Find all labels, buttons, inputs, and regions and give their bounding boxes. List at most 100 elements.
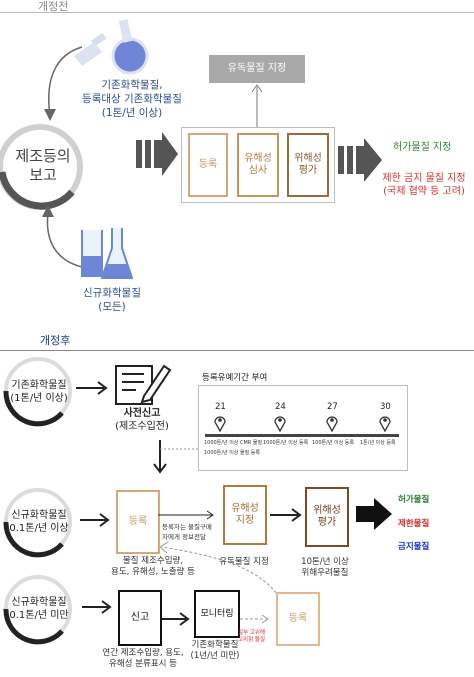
register-note: 등록자는 물질구매 자에게 정보전달 bbox=[162, 522, 212, 542]
dashed-arrow-to-register2 bbox=[240, 614, 269, 624]
timeline-line bbox=[205, 434, 399, 437]
outcome-permit: 허가물질 bbox=[398, 495, 430, 505]
register-caption-line2: 용도, 유해성, 노출량 등 bbox=[111, 567, 195, 577]
risk-caption-line2: 위해우려물질 bbox=[301, 568, 349, 578]
arrow-to-report bbox=[82, 600, 112, 614]
new-high-circle bbox=[3, 488, 72, 558]
doc-risk-before-line1: 위해성 bbox=[294, 153, 322, 164]
doc-hazard-after-line2: 지정 bbox=[235, 515, 255, 526]
big-arrow-outcomes bbox=[356, 498, 392, 530]
timeline-note-24: 1000톤/년 이상 등록 bbox=[263, 440, 309, 446]
doc-register-after: 등록 bbox=[116, 490, 160, 554]
if-needed-line1: 일부 고위해 bbox=[238, 630, 266, 636]
report-caption-line1: 연간 제조수입량, 용도, bbox=[102, 648, 184, 658]
doc-register-final: 등록 bbox=[276, 592, 320, 646]
if-needed-note: 일부 고위해 고위험 물질 bbox=[238, 630, 265, 644]
existing-circle-label: 기존화학물질 (1톤/년 이상) bbox=[6, 379, 72, 405]
timeline-year-30: 30 bbox=[380, 402, 391, 412]
timeline-note-extra: 1000톤/년 이상 물질 등록 bbox=[204, 450, 260, 456]
timeline-panel bbox=[198, 385, 408, 471]
prereport-line2: (제조수입전) bbox=[115, 421, 169, 432]
new-low-circle bbox=[3, 575, 72, 645]
new-low-line2: 0.1톤/년 미만 bbox=[9, 610, 69, 621]
new-high-line2: 0.1톤/년 이상 bbox=[9, 523, 69, 534]
register-note-line2: 자에게 정보전달 bbox=[162, 533, 206, 541]
timeline-note-27: 100톤/년 이상 등록 bbox=[312, 440, 355, 446]
doc-hazard-before-line1: 유해성 bbox=[244, 153, 272, 164]
existing-label-line1: 기존화학물질, bbox=[101, 79, 163, 91]
doc-hazard-after-label: 유해성 지정 bbox=[225, 503, 265, 527]
doc-report-after-label: 신고 bbox=[130, 612, 150, 623]
new-low-label: 신규화학물질 0.1톤/년 미만 bbox=[4, 596, 74, 622]
beaker-icon bbox=[81, 228, 134, 279]
prereport-line1: 사전신고 bbox=[123, 408, 161, 419]
doc-risk-before-line2: 평가 bbox=[298, 165, 318, 176]
report-circle-line1: 제조등의 bbox=[15, 147, 71, 165]
toxic-designation-box: 유독물질 지정 bbox=[209, 55, 305, 83]
register-caption-line1: 물질 제조수입량, bbox=[122, 556, 184, 566]
timeline-year-24: 24 bbox=[275, 402, 286, 412]
top-divider bbox=[0, 12, 474, 13]
new-low-line1: 신규화학물질 bbox=[11, 597, 67, 608]
doc-monitor-after: 모니터링 bbox=[194, 590, 240, 638]
doc-hazard-after: 유해성 지정 bbox=[223, 485, 267, 545]
permit-label: 허가물질 지정 bbox=[393, 142, 452, 153]
existing-label-line2: 등록대상 기존화학물질 bbox=[82, 93, 182, 105]
arrow-to-prereport bbox=[76, 381, 108, 395]
arrow-to-register bbox=[80, 513, 110, 527]
new-chem-label: 신규화학물질 (모든) bbox=[62, 286, 162, 314]
report-circle-label: 제조등의 보고 bbox=[4, 147, 82, 185]
if-needed-line2: 고위험 물질 bbox=[238, 637, 266, 643]
monitor-caption: 기존화학물질 (1년/년 미만) bbox=[180, 640, 250, 662]
new-label-line1: 신규화학물질 bbox=[83, 287, 141, 299]
pin-icon-24 bbox=[274, 416, 286, 432]
after-title: 개정후 bbox=[40, 334, 71, 347]
outcome-restrict: 제한물질 bbox=[398, 519, 430, 529]
report-circle bbox=[0, 124, 83, 210]
monitor-caption-line1: 기존화학물질 bbox=[191, 640, 239, 650]
curve-arrow-top bbox=[44, 46, 83, 121]
arrow-to-risk bbox=[270, 508, 302, 522]
prereport-label: 사전신고 (제조수입전) bbox=[104, 407, 180, 433]
doc-hazard-before-line2: 심사 bbox=[248, 165, 268, 176]
doc-register-after-label: 등록 bbox=[128, 516, 148, 527]
pin-icon-27 bbox=[326, 416, 338, 432]
existing-circle-line2: (1톤/년 이상) bbox=[10, 393, 68, 404]
restrict-line2: (국제 협약 등 고려) bbox=[383, 186, 465, 197]
doc-hazard-before: 유해성 심사 bbox=[237, 133, 279, 197]
pin-icon-21 bbox=[214, 416, 226, 432]
doc-hazard-after-line1: 유해성 bbox=[231, 503, 259, 514]
arrow-down-to-register bbox=[153, 440, 167, 474]
arrow-to-monitor bbox=[162, 612, 190, 626]
register-note-line1: 등록자는 물질구매 bbox=[162, 523, 212, 531]
register-caption: 물질 제조수입량, 용도, 유해성, 노출량 등 bbox=[98, 556, 208, 578]
doc-risk-after-label: 위해성 평가 bbox=[307, 505, 347, 529]
risk-caption-line1: 10톤/년 이상 bbox=[301, 557, 349, 567]
existing-label-line3: (1톤/년 이상) bbox=[101, 107, 163, 119]
mid-divider bbox=[0, 350, 474, 351]
timeline-note-21: 1000톤/년 이상 CMR 물질 bbox=[204, 440, 263, 446]
dashed-feedback-arrow bbox=[159, 541, 283, 602]
risk-caption: 10톤/년 이상 위해우려물질 bbox=[292, 557, 358, 579]
pen-document-icon bbox=[115, 364, 172, 405]
doc-report-after: 신고 bbox=[118, 590, 162, 646]
new-high-line1: 신규화학물질 bbox=[11, 510, 67, 521]
existing-chem-label: 기존화학물질, 등록대상 기존화학물질 (1톤/년 이상) bbox=[62, 78, 202, 120]
grace-title: 등록유예기간 부여 bbox=[202, 373, 268, 383]
curve-arrow-bottom bbox=[42, 205, 83, 268]
existing-circle-line1: 기존화학물질 bbox=[11, 380, 67, 391]
doc-risk-after: 위해성 평가 bbox=[305, 487, 349, 547]
new-label-line2: (모든) bbox=[98, 301, 126, 313]
dotted-link-timeline bbox=[160, 448, 198, 450]
report-caption: 연간 제조수입량, 용도, 유해성 분류표시 등 bbox=[88, 648, 198, 670]
doc-hazard-before-label: 유해성 심사 bbox=[239, 153, 277, 177]
arrow-to-hazard bbox=[158, 510, 214, 520]
report-caption-line2: 유해성 분류표시 등 bbox=[109, 659, 177, 669]
restrict-label: 제한 금지 물질 지정 (국제 협약 등 고려) bbox=[372, 172, 474, 198]
timeline-note-30: 1톤/년 이상 등록 bbox=[360, 440, 396, 446]
doc-register-before-label: 등록 bbox=[198, 159, 218, 170]
existing-circle bbox=[3, 357, 72, 427]
pin-icon-30 bbox=[379, 416, 391, 432]
big-arrow-before bbox=[136, 132, 178, 176]
restrict-line1: 제한 금지 물질 지정 bbox=[382, 173, 466, 184]
